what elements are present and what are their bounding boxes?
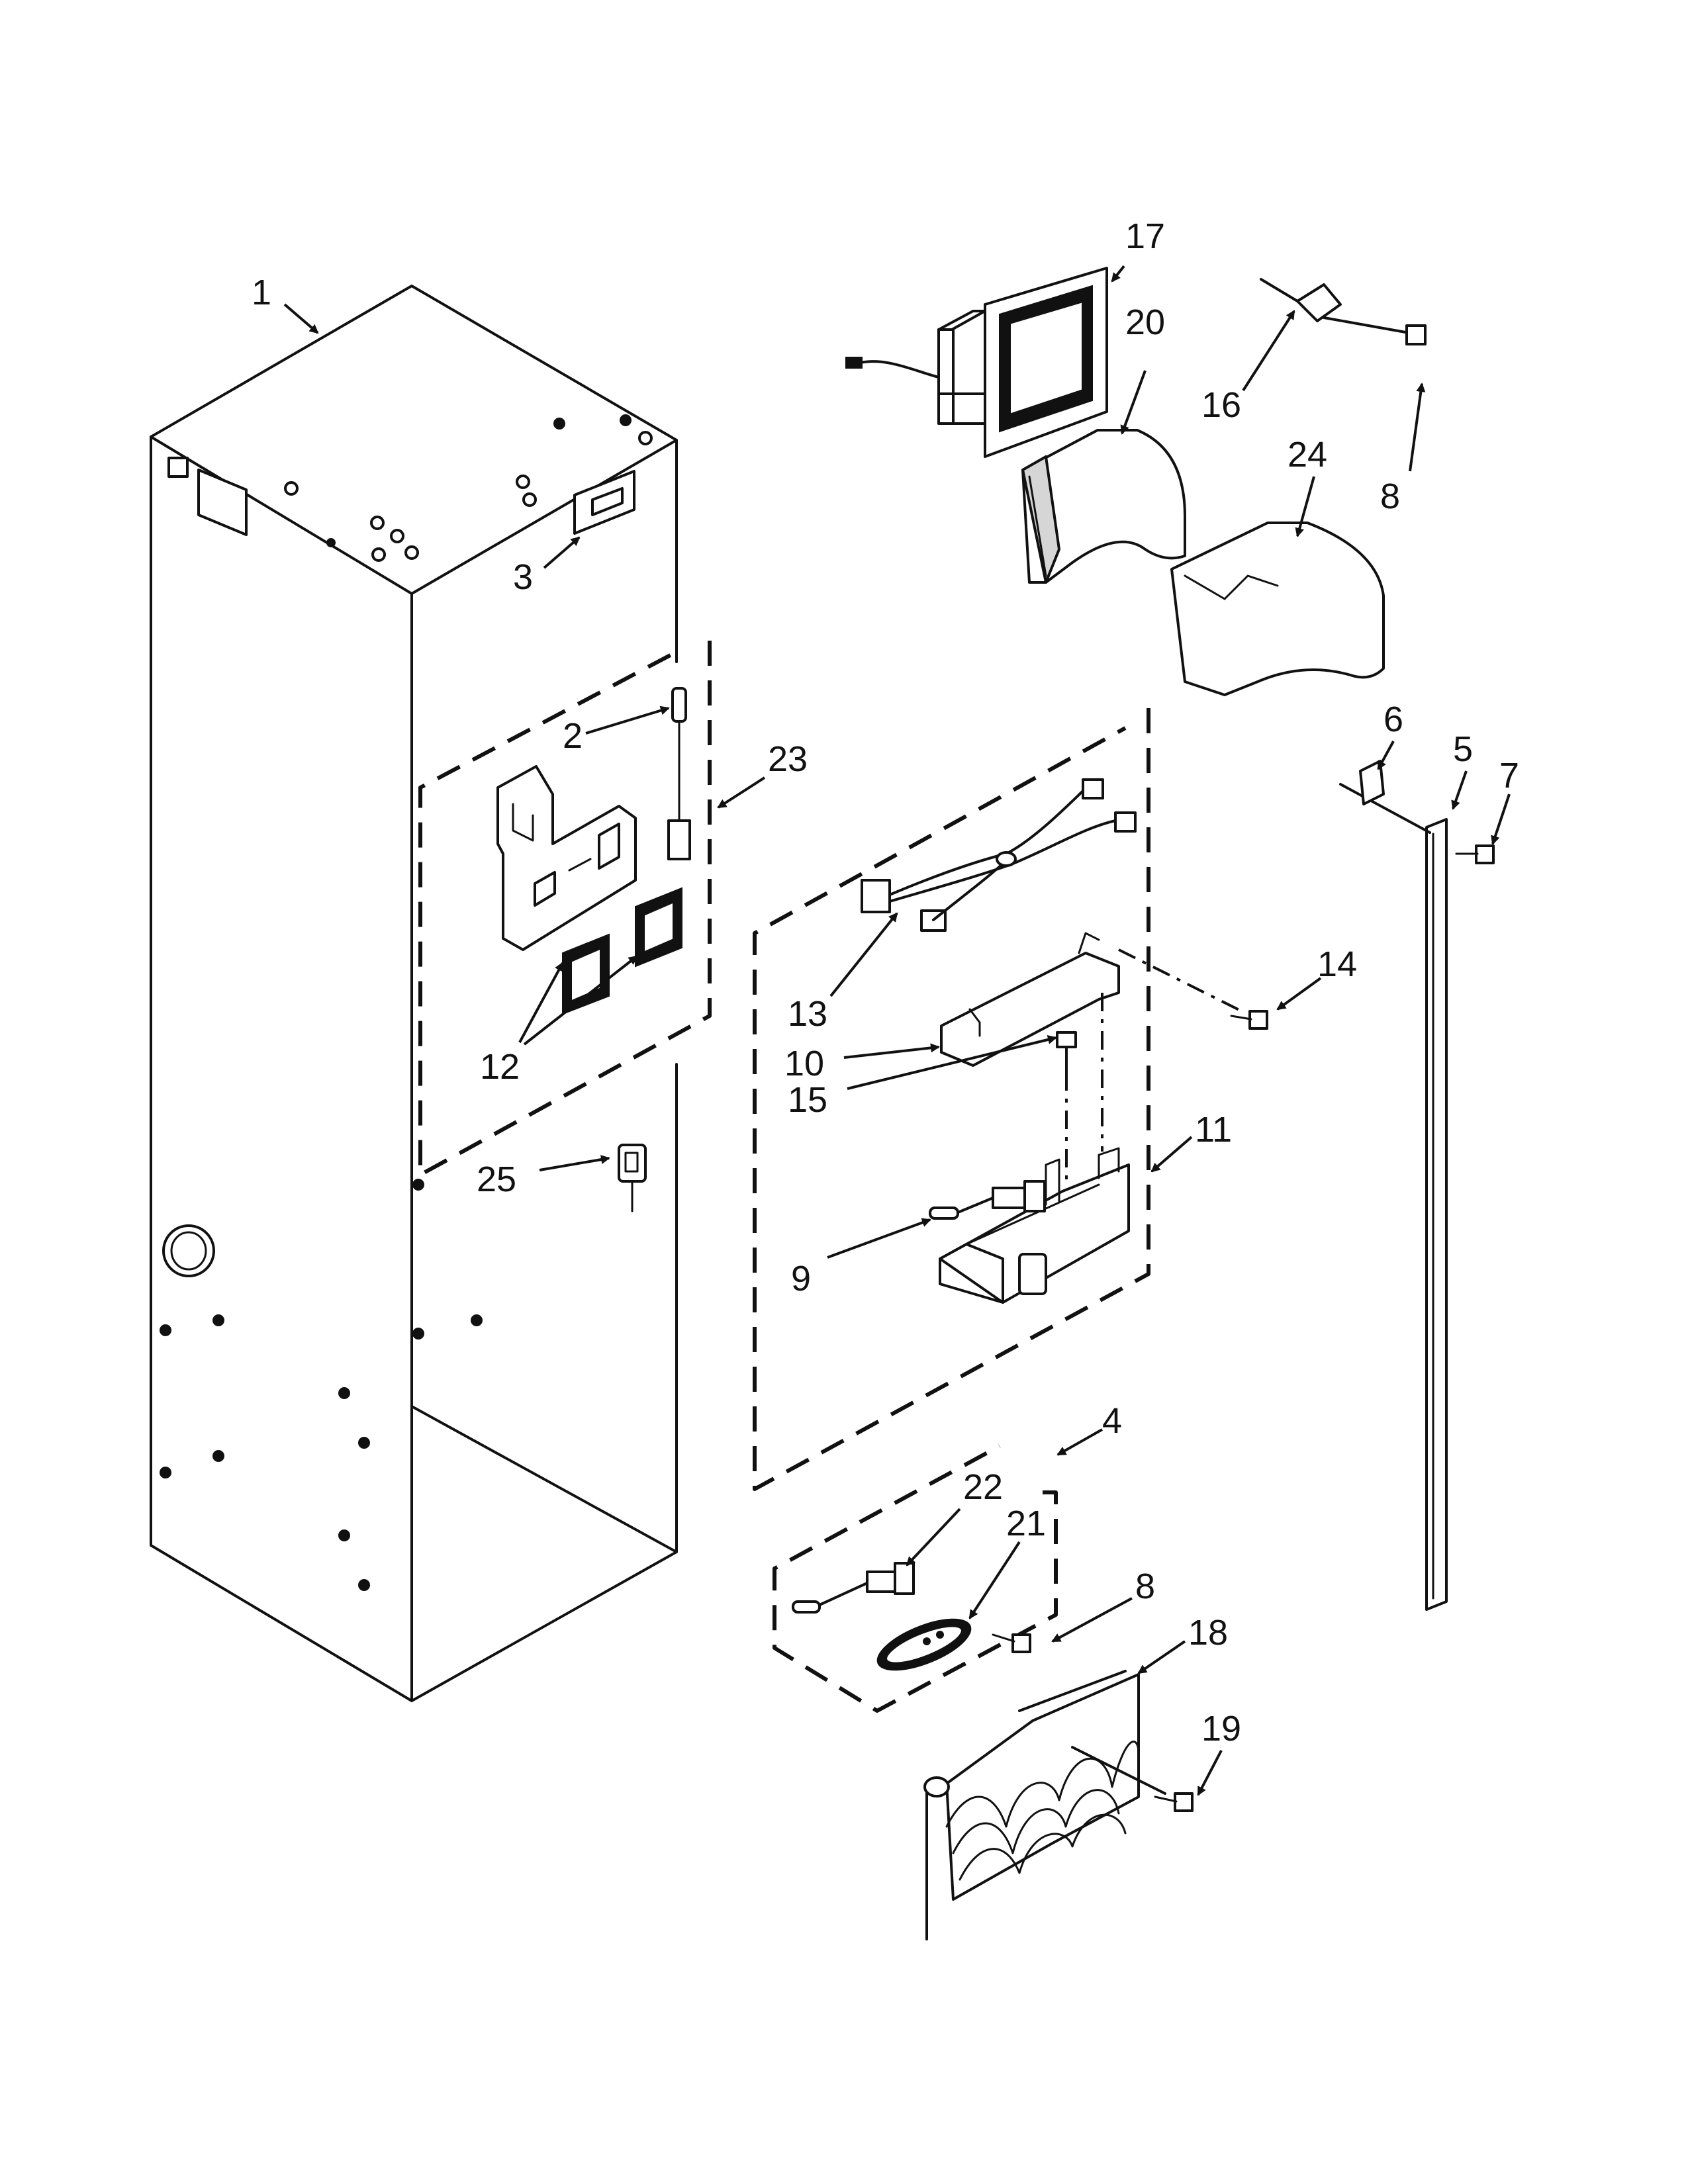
callout-16: 16: [1201, 385, 1241, 425]
callout-2: 2: [563, 716, 583, 756]
callout-12: 12: [480, 1047, 520, 1087]
cabinet-liner: [150, 285, 678, 1702]
part-5-shelf-rail: [1339, 760, 1448, 1611]
callout-18: 18: [1188, 1613, 1228, 1653]
callout-3: 3: [513, 557, 533, 597]
callout-4: 4: [1102, 1401, 1122, 1441]
group-23-boundary: [418, 641, 712, 1177]
control-housing: [496, 687, 691, 1015]
callout-25: 25: [477, 1160, 516, 1199]
callout-10: 10: [784, 1044, 824, 1083]
callout-labels: 1 2 3 4 5 6 7 8 8 9 10 11 12 13 14 15 16…: [252, 216, 1519, 1749]
part-13-wire-harness: [861, 778, 1137, 932]
callout-24: 24: [1288, 435, 1327, 475]
part-11-sensor-housing: [939, 1147, 1130, 1304]
callout-13: 13: [788, 994, 827, 1034]
callout-11: 11: [1195, 1110, 1232, 1150]
part-21-light-lens: [876, 1618, 972, 1671]
part-7-screw: [1455, 844, 1495, 864]
callout-19: 19: [1201, 1709, 1241, 1749]
callout-14: 14: [1317, 944, 1357, 984]
part-8-screw-lower: [992, 1633, 1031, 1653]
part-14-screw: [1118, 948, 1268, 1030]
callout-7: 7: [1499, 756, 1519, 796]
callout-5: 5: [1453, 729, 1473, 769]
callout-9: 9: [791, 1259, 811, 1298]
callout-21: 21: [1006, 1504, 1046, 1543]
group-21-22-boundary: [773, 1444, 1058, 1713]
callout-17: 17: [1125, 216, 1165, 256]
callout-8-upper: 8: [1380, 477, 1400, 516]
callout-20: 20: [1125, 302, 1165, 342]
callout-22: 22: [963, 1467, 1003, 1507]
part-24-duct-cover: [1170, 522, 1385, 696]
part-9-thermistor: [929, 1180, 1046, 1220]
part-20-air-duct: [1021, 429, 1186, 584]
callout-8-lower: 8: [1135, 1567, 1155, 1606]
part-22-thermistor: [792, 1562, 915, 1614]
part-18-evaporator-coil: [923, 1670, 1166, 1940]
group-4-boundary: [753, 708, 1150, 1491]
part-25-thermistor: [618, 1144, 647, 1212]
callout-1: 1: [252, 273, 271, 312]
part-19-screw: [1154, 1792, 1194, 1812]
callout-6: 6: [1383, 700, 1403, 739]
callout-15: 15: [788, 1080, 827, 1120]
part-10-mounting-bracket: [940, 932, 1120, 1067]
part-16-damper-clip: [1260, 278, 1427, 345]
callout-23: 23: [768, 739, 808, 779]
leader-arrows: [283, 265, 1511, 1796]
part-17-dispenser-module: [845, 267, 1108, 458]
part-15-screw: [1056, 993, 1103, 1185]
